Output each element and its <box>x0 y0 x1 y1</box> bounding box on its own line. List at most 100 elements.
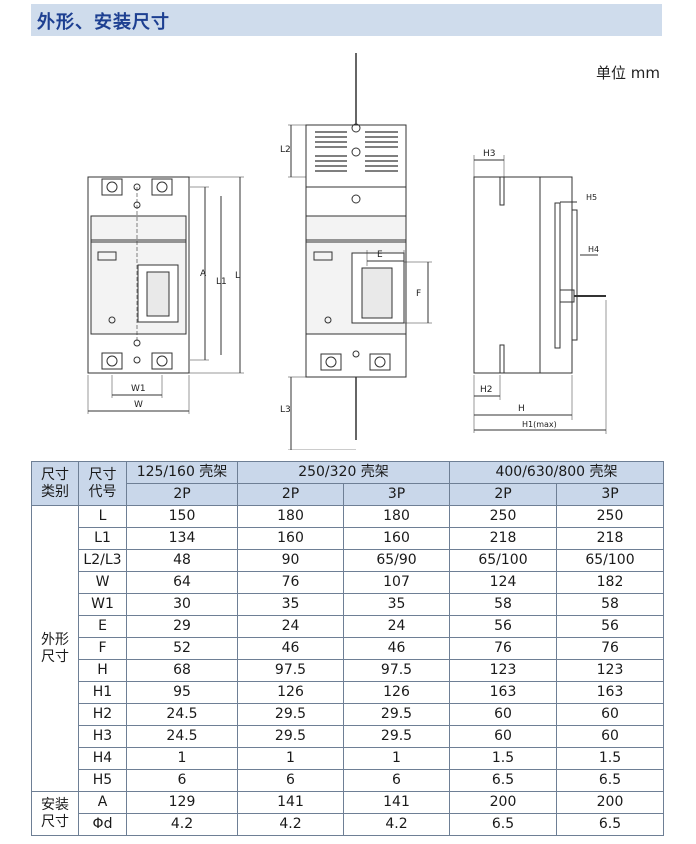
row-value: 76 <box>237 571 344 594</box>
row-value: 60 <box>449 725 557 748</box>
row-value: 56 <box>556 615 664 638</box>
row-code: Φd <box>78 813 127 836</box>
head-pole: 3P <box>556 483 664 506</box>
row-value: 4.2 <box>237 813 344 836</box>
head-pole: 3P <box>343 483 450 506</box>
row-code: W1 <box>78 593 127 616</box>
head-frame-125-160: 125/160 壳架 <box>126 461 238 484</box>
dimension-drawing: A L1 L W1 W L2 L3 E F H3 H5 H4 H2 H H1(m… <box>87 53 607 450</box>
row-code: L2/L3 <box>78 549 127 572</box>
row-value: 65/100 <box>556 549 664 572</box>
dim-label-h1: H1(max) <box>522 420 557 429</box>
dim-label-w: W <box>134 400 143 410</box>
row-value: 123 <box>556 659 664 682</box>
dim-label-h: H <box>518 404 525 414</box>
row-value: 97.5 <box>343 659 450 682</box>
row-code: A <box>78 791 127 814</box>
row-value: 1.5 <box>556 747 664 770</box>
cover-view <box>288 53 432 450</box>
row-value: 24.5 <box>126 725 238 748</box>
side-view <box>473 155 607 434</box>
row-value: 182 <box>556 571 664 594</box>
table-head-row-1: 尺寸 类别 尺寸 代号 125/160 壳架 250/320 壳架 400/63… <box>31 461 664 506</box>
row-value: 30 <box>126 593 238 616</box>
row-value: 6 <box>237 769 344 792</box>
row-code: L1 <box>78 527 127 550</box>
front-view <box>87 176 244 414</box>
row-value: 24.5 <box>126 703 238 726</box>
row-value: 180 <box>237 505 344 528</box>
row-value: 65/90 <box>343 549 450 572</box>
head-pole: 2P <box>237 483 344 506</box>
row-code: E <box>78 615 127 638</box>
row-value: 180 <box>343 505 450 528</box>
unit-label: 单位 mm <box>596 64 660 82</box>
row-value: 6.5 <box>556 813 664 836</box>
row-value: 76 <box>449 637 557 660</box>
row-value: 218 <box>556 527 664 550</box>
row-value: 134 <box>126 527 238 550</box>
row-value: 160 <box>237 527 344 550</box>
head-pole: 2P <box>126 483 238 506</box>
row-value: 65/100 <box>449 549 557 572</box>
row-value: 64 <box>126 571 238 594</box>
row-value: 124 <box>449 571 557 594</box>
dim-label-l3: L3 <box>280 405 291 415</box>
row-value: 29.5 <box>237 725 344 748</box>
dim-label-f: F <box>416 289 421 299</box>
row-value: 163 <box>556 681 664 704</box>
dim-label-h4: H4 <box>588 245 599 254</box>
dim-label-e: E <box>377 250 383 260</box>
row-code: H5 <box>78 769 127 792</box>
dim-label-l2: L2 <box>280 145 291 155</box>
row-value: 126 <box>343 681 450 704</box>
head-frame-250-320: 250/320 壳架 <box>237 461 450 484</box>
row-value: 48 <box>126 549 238 572</box>
row-value: 6.5 <box>556 769 664 792</box>
dim-label-h5: H5 <box>586 193 597 202</box>
row-value: 1 <box>343 747 450 770</box>
row-value: 29 <box>126 615 238 638</box>
row-value: 250 <box>449 505 557 528</box>
row-value: 4.2 <box>126 813 238 836</box>
row-code: W <box>78 571 127 594</box>
row-value: 200 <box>556 791 664 814</box>
row-value: 90 <box>237 549 344 572</box>
row-value: 1 <box>126 747 238 770</box>
row-value: 24 <box>237 615 344 638</box>
table-head-row-2: 2P 2P 3P 2P 3P <box>32 483 664 506</box>
head-category: 尺寸 类别 <box>31 461 79 506</box>
head-frame-400-800: 400/630/800 壳架 <box>449 461 664 484</box>
row-value: 97.5 <box>237 659 344 682</box>
row-code: H2 <box>78 703 127 726</box>
row-value: 60 <box>556 703 664 726</box>
head-code: 尺寸 代号 <box>78 461 127 506</box>
row-value: 58 <box>556 593 664 616</box>
section-header: 外形、安装尺寸 <box>31 4 662 36</box>
row-value: 46 <box>237 637 344 660</box>
row-value: 6 <box>126 769 238 792</box>
row-value: 4.2 <box>343 813 450 836</box>
row-code: H3 <box>78 725 127 748</box>
row-value: 6 <box>343 769 450 792</box>
row-value: 218 <box>449 527 557 550</box>
row-value: 35 <box>237 593 344 616</box>
row-value: 29.5 <box>343 725 450 748</box>
dim-label-h2: H2 <box>480 385 493 395</box>
row-value: 95 <box>126 681 238 704</box>
row-value: 126 <box>237 681 344 704</box>
row-value: 76 <box>556 637 664 660</box>
